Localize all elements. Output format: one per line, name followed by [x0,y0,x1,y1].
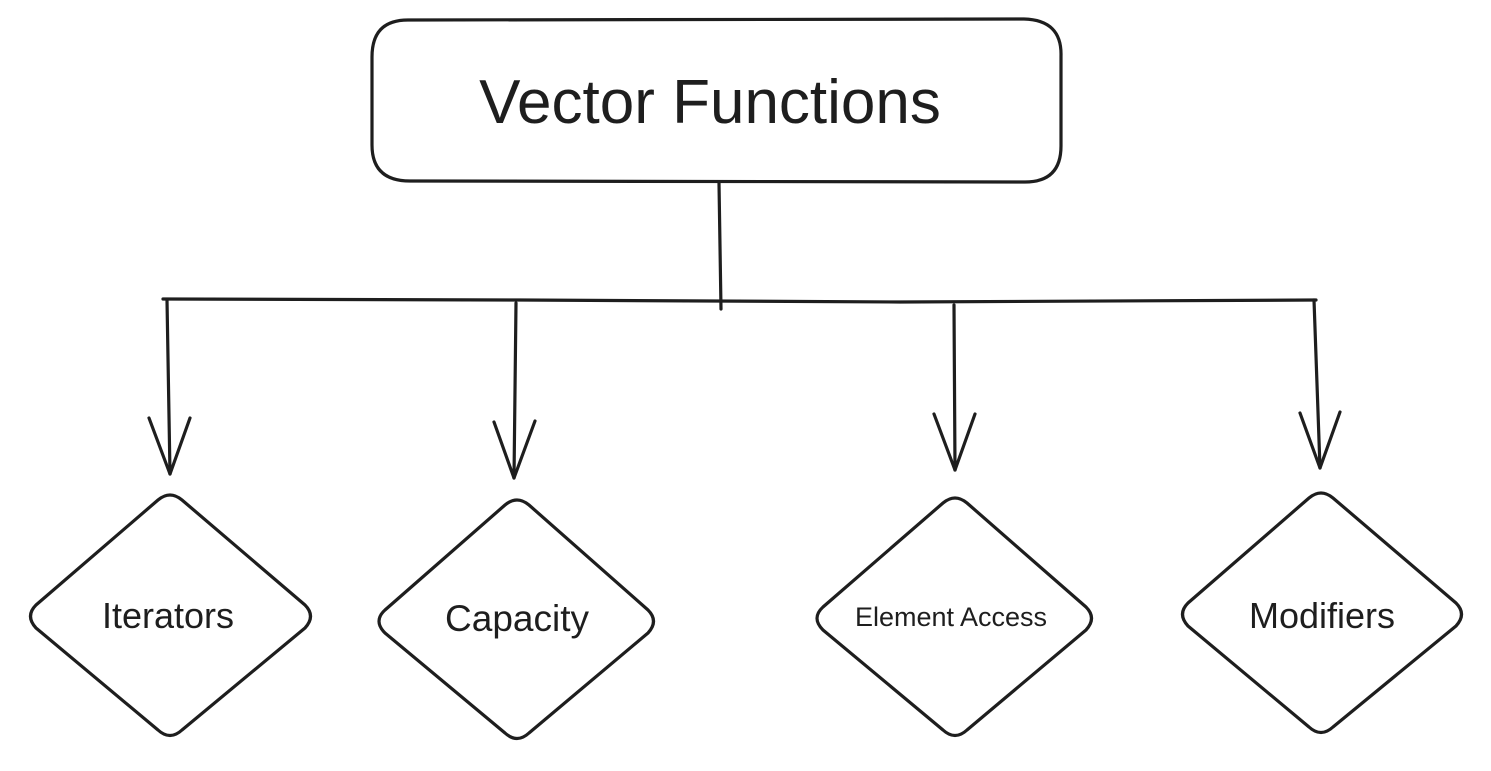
node-modifiers-label: Modifiers [1249,595,1395,636]
node-iterators-label: Iterators [102,595,234,636]
node-element-access[interactable]: Element Access [815,496,1094,738]
horizontal-bus-line [161,297,1318,304]
node-element-access-label: Element Access [855,602,1047,632]
node-modifiers-diamond [1180,491,1464,735]
node-capacity-diamond [377,498,656,741]
node-iterators-diamond [28,493,313,738]
root-node-label: Vector Functions [479,68,941,137]
node-modifiers[interactable]: Modifiers [1180,491,1464,735]
root-node[interactable]: Vector Functions [370,17,1063,184]
arrow-to-modifiers [1312,298,1322,470]
root-stem-line [717,181,723,311]
connectors [147,181,1342,480]
arrow-to-element-access [952,303,957,472]
arrow-to-capacity [512,301,518,480]
node-iterators[interactable]: Iterators [28,493,313,738]
arrowhead-element-access [932,412,977,472]
arrowhead-modifiers [1298,410,1342,470]
arrow-to-iterators [165,298,172,476]
node-element-access-diamond [815,496,1094,738]
root-node-box [370,17,1063,184]
node-capacity-label: Capacity [445,598,589,639]
arrowhead-iterators [147,416,192,476]
arrowhead-capacity [492,419,537,480]
node-capacity[interactable]: Capacity [377,498,656,741]
